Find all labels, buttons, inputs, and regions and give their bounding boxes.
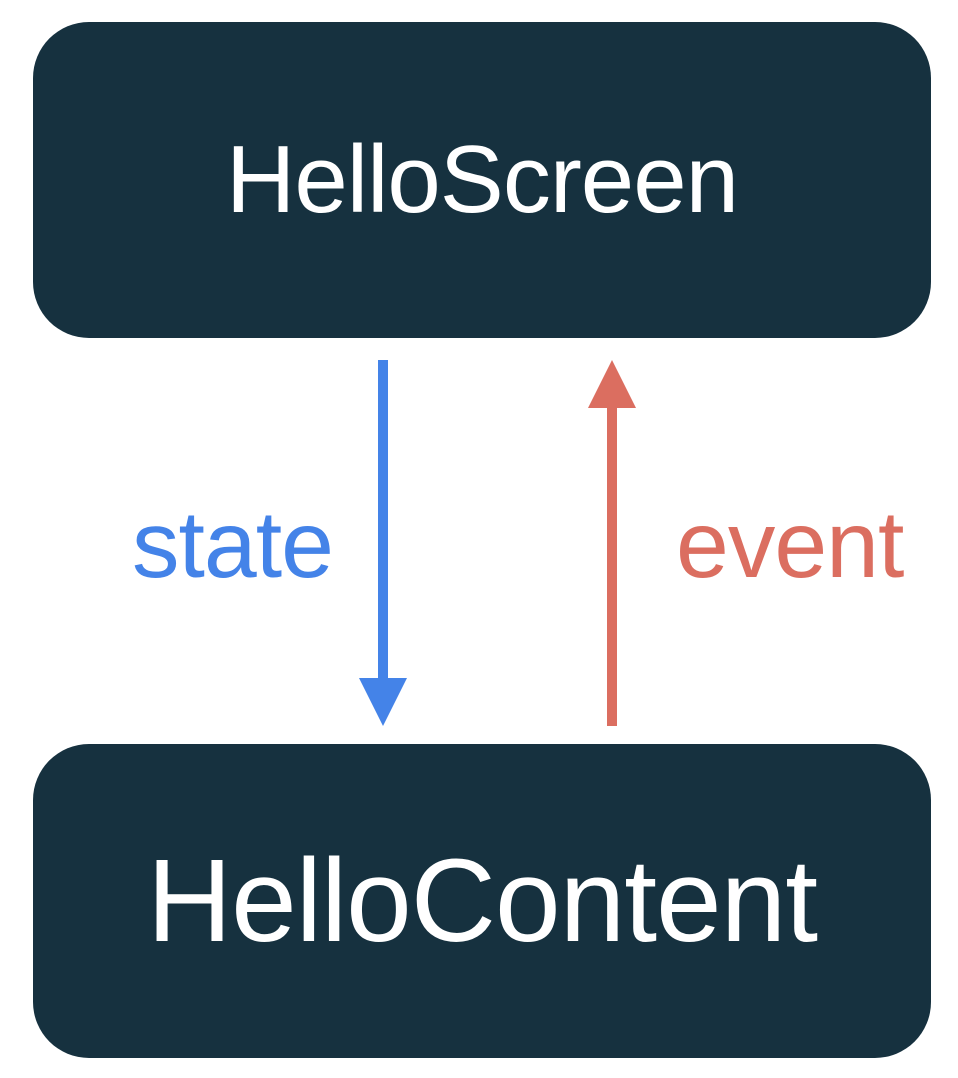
node-hellocontent-label: HelloContent (146, 835, 818, 967)
state-arrow-down-icon (359, 360, 407, 726)
node-hellocontent: HelloContent (33, 744, 931, 1058)
event-arrow-up-icon (588, 360, 636, 726)
event-edge-label: event (676, 492, 904, 598)
state-edge-label: state (132, 492, 334, 598)
node-helloscreen-label: HelloScreen (226, 126, 739, 233)
node-helloscreen: HelloScreen (33, 22, 931, 338)
